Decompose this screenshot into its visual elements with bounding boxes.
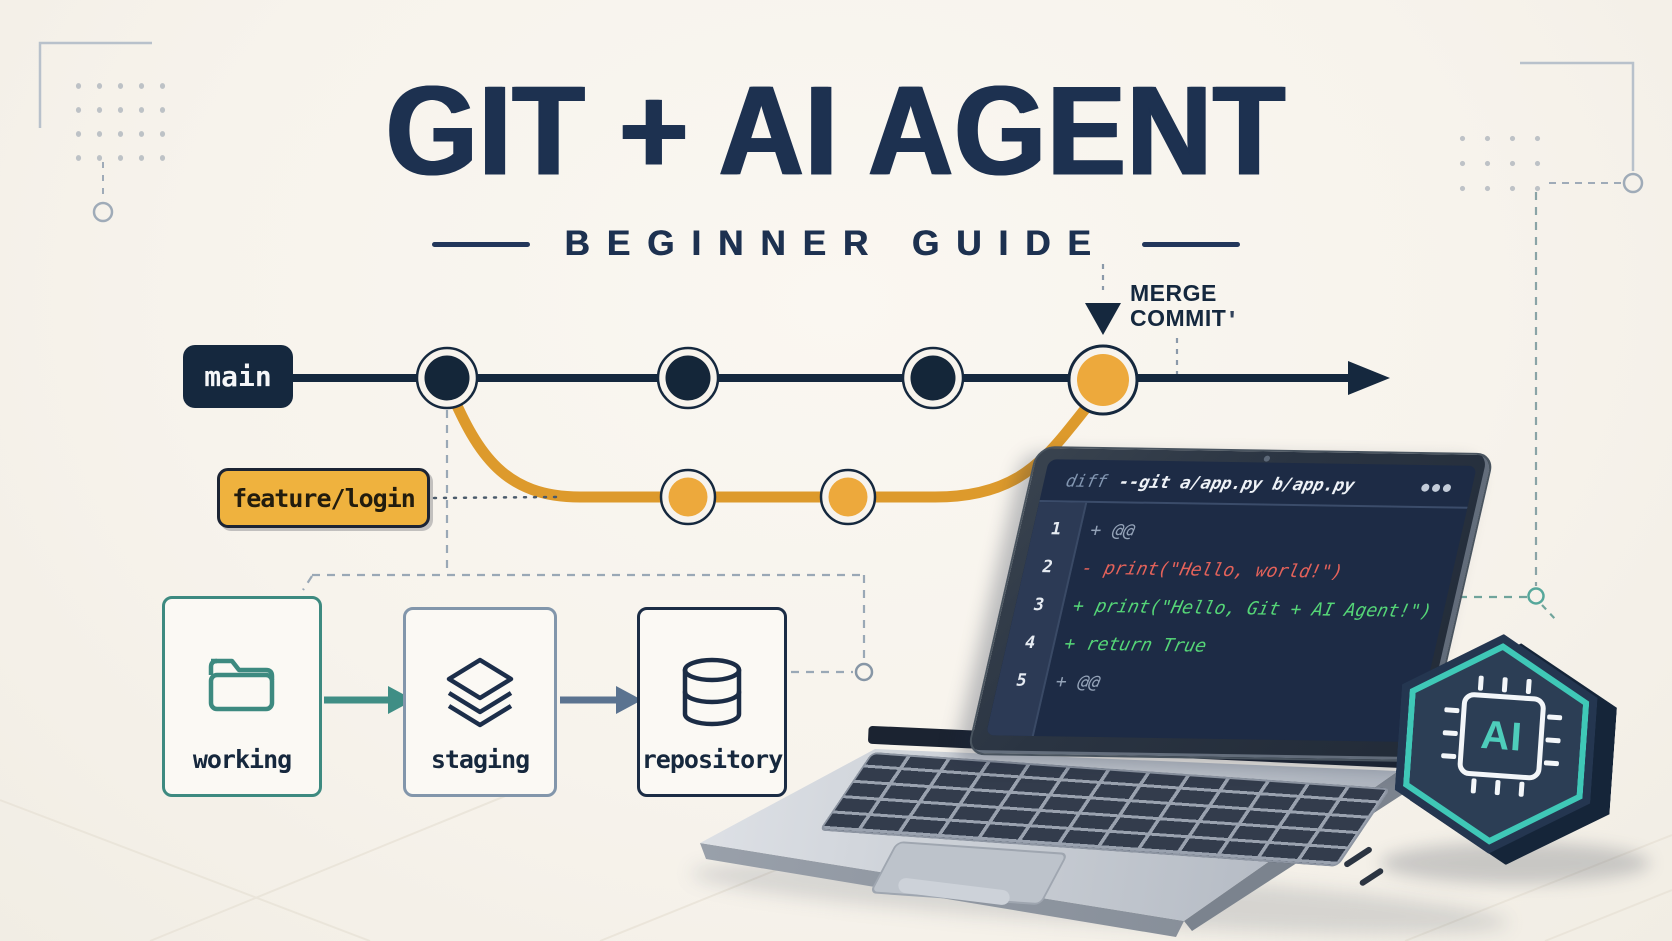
diff-command-text: diff xyxy=(1063,471,1110,493)
node-circle-decoration xyxy=(1527,587,1545,605)
diff-code-text: print("Hello, Git + AI Agent!") xyxy=(1093,595,1435,622)
main-commit-nodes xyxy=(415,344,1139,416)
chip-pin xyxy=(1545,737,1561,744)
chip-pin xyxy=(1518,781,1525,797)
diff-file-header: diff --git a/app.py b/app.py xyxy=(1064,471,1357,495)
workflow-box-staging: staging xyxy=(403,607,557,797)
merge-commit-node xyxy=(1067,344,1139,416)
subtitle-row: BEGINNER GUIDE xyxy=(0,224,1672,264)
page-title: GIT + AI AGENT xyxy=(385,60,1287,203)
workflow-box-label: staging xyxy=(430,745,530,774)
workflow-box-label: working xyxy=(192,745,292,774)
dot-grid-decoration xyxy=(1450,126,1545,194)
overflow-menu-icon: ●●● xyxy=(1419,479,1456,496)
feature-branch-line xyxy=(444,384,1106,503)
diff-sign: + xyxy=(1088,519,1104,541)
line-number: 1 xyxy=(1048,519,1064,540)
chip-pin xyxy=(1543,760,1560,767)
main-branch-label: main xyxy=(183,345,293,408)
chip-pin xyxy=(1501,677,1508,693)
feature-label-dotted-link xyxy=(432,495,560,500)
workflow-box-working: working xyxy=(162,596,322,797)
node-circle-decoration xyxy=(854,662,874,682)
chip-pin xyxy=(1494,779,1501,796)
folder-icon xyxy=(208,658,275,712)
merge-annotation-line1: MERGE xyxy=(1130,280,1217,306)
diff-header-bar: diff --git a/app.py b/app.py ●●● xyxy=(1039,459,1477,509)
diff-line: 4 + return True xyxy=(1003,624,1440,669)
arrow-staging-to-repository xyxy=(560,686,642,714)
diff-line: 3 + print("Hello, Git + AI Agent!") xyxy=(1011,586,1448,631)
diff-args-text: --git a/app.py b/app.py xyxy=(1116,472,1357,496)
commit-node xyxy=(415,346,479,410)
diff-sign: - xyxy=(1079,557,1096,579)
workflow-box-repository: repository xyxy=(637,607,787,797)
diff-sign: + xyxy=(1070,595,1087,617)
layers-icon xyxy=(446,657,514,728)
chip-pin xyxy=(1525,678,1532,695)
page-subtitle: BEGINNER GUIDE xyxy=(564,224,1108,263)
chip-pin xyxy=(1546,714,1563,721)
diff-sign: + xyxy=(1053,670,1070,692)
chip-pin xyxy=(1470,778,1477,794)
merge-commit-annotation: MERGE COMMIT xyxy=(1130,281,1226,331)
workflow-dashed-connectors xyxy=(302,410,866,674)
diff-code-text: return True xyxy=(1084,633,1209,657)
merge-annotation-line2: COMMIT xyxy=(1130,305,1227,331)
commit-node xyxy=(659,468,717,526)
corner-bracket-decoration xyxy=(1520,61,1635,171)
dashed-connector-decoration xyxy=(1541,604,1557,621)
node-circle-decoration xyxy=(92,201,114,223)
merge-annotation-tick: ' xyxy=(1229,305,1236,335)
diff-code-area: 1 + @@ 2 - print("Hello, world!") 3 + pr… xyxy=(985,502,1467,742)
workflow-box-label: repository xyxy=(641,745,784,774)
dot-grid-decoration xyxy=(68,74,168,166)
database-icon xyxy=(682,657,742,727)
diff-sign: + xyxy=(1062,632,1078,655)
diff-line: 1 + @@ xyxy=(1029,510,1466,555)
line-number: 3 xyxy=(1031,595,1047,616)
diff-code-text: @@ xyxy=(1110,519,1138,542)
feature-branch-label: feature/login xyxy=(217,468,430,528)
diff-code-text: @@ xyxy=(1075,671,1103,693)
subtitle-dash xyxy=(432,241,531,247)
corner-bracket-decoration xyxy=(38,41,152,128)
node-circle-decoration xyxy=(1622,172,1644,194)
chip-pin xyxy=(1444,707,1460,714)
chip-icon: AI xyxy=(1441,675,1563,797)
commit-node xyxy=(901,346,965,410)
merge-pointer-triangle xyxy=(1085,303,1121,335)
feature-commit-nodes xyxy=(659,468,877,526)
commit-node xyxy=(819,468,877,526)
line-number: 4 xyxy=(1022,632,1038,653)
ai-chip-badge: AI xyxy=(1390,627,1605,864)
line-number: 2 xyxy=(1039,557,1055,578)
chip-pin xyxy=(1441,753,1457,760)
main-branch-arrowhead xyxy=(1348,361,1390,395)
ai-badge-label: AI xyxy=(1479,712,1525,760)
subtitle-dash xyxy=(1141,241,1240,247)
diff-code-text: print("Hello, world!") xyxy=(1101,557,1346,583)
chip-pin xyxy=(1477,675,1484,691)
diff-line: 5 + @@ xyxy=(994,661,1431,706)
webcam-icon xyxy=(1263,455,1271,462)
arrow-working-to-staging xyxy=(324,686,414,714)
chip-pin xyxy=(1442,730,1458,737)
commit-node xyxy=(656,346,720,410)
line-number: 5 xyxy=(1013,670,1029,691)
